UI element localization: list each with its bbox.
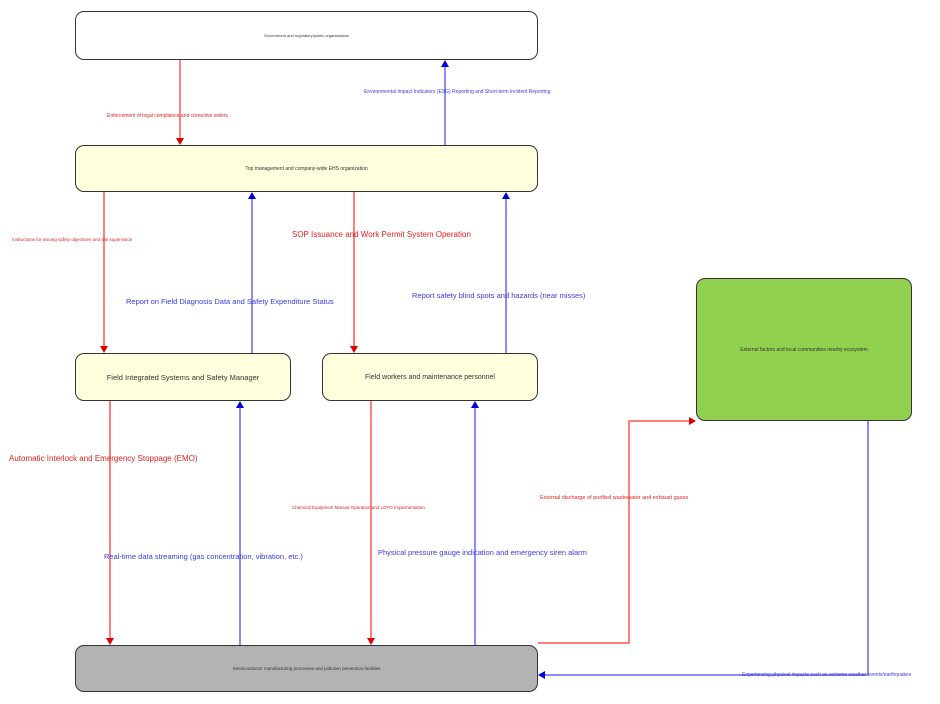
node-field-workers[interactable]: Field workers and maintenance personnel	[322, 353, 538, 401]
node-government-label: Government and regulatory/public organiz…	[263, 33, 350, 38]
edge-label-physical-impacts: - Experiencing physical impacts such as …	[739, 672, 912, 678]
edge-physical-impacts-arrowhead	[538, 671, 545, 679]
node-top-management[interactable]: Top management and company-wide EHS orga…	[75, 145, 538, 192]
edge-physical-impacts	[544, 421, 869, 676]
edge-streaming-arrowhead	[236, 401, 244, 408]
edge-blind-spots-arrowhead	[502, 192, 510, 199]
node-facilities[interactable]: Semiconductor manufacturing processes an…	[75, 645, 538, 692]
node-government[interactable]: Government and regulatory/public organiz…	[75, 11, 538, 60]
edge-pressure-arrowhead	[471, 401, 479, 408]
edge-label-discharge: External discharge of purified wastewate…	[540, 495, 689, 501]
edge-label-enforcement: Enforcement of legal compliance and corr…	[107, 113, 228, 119]
edge-enforcement-arrowhead	[176, 138, 184, 145]
edge-label-streaming: Real-time data streaming (gas concentrat…	[104, 552, 303, 561]
edge-label-blind-spots: Report safety blind spots and hazards (n…	[412, 291, 586, 300]
node-facilities-label: Semiconductor manufacturing processes an…	[232, 666, 381, 671]
edge-discharge	[538, 420, 690, 644]
edge-label-field-diagnosis: Report on Field Diagnosis Data and Safet…	[126, 297, 334, 306]
edge-sop-arrowhead	[350, 346, 358, 353]
node-field-manager[interactable]: Field Integrated Systems and Safety Mana…	[75, 353, 291, 401]
edge-discharge-arrowhead	[689, 417, 696, 425]
node-external-label: External factors and local communities n…	[740, 346, 868, 353]
edge-label-pressure: Physical pressure gauge indication and e…	[378, 548, 587, 557]
edge-label-esg: Environmental Impact Indicators (ESG) Re…	[364, 89, 551, 95]
edge-instructions-arrowhead	[100, 346, 108, 353]
edge-esg-arrowhead	[441, 60, 449, 67]
node-field-workers-label: Field workers and maintenance personnel	[365, 373, 495, 381]
edge-emo-arrowhead	[106, 638, 114, 645]
node-top-management-label: Top management and company-wide EHS orga…	[245, 165, 368, 172]
edge-chemical-arrowhead	[367, 638, 375, 645]
edge-label-instructions: Instructions for issuing safety objectiv…	[12, 237, 133, 242]
edge-label-emo: Automatic Interlock and Emergency Stoppa…	[9, 454, 198, 463]
edge-label-sop: SOP Issuance and Work Permit System Oper…	[292, 230, 471, 239]
node-field-manager-label: Field Integrated Systems and Safety Mana…	[106, 372, 260, 382]
edge-field-diagnosis-arrowhead	[248, 192, 256, 199]
edge-label-chemical: Chemical Equipment Manual Operation and …	[292, 505, 425, 510]
node-external[interactable]: External factors and local communities n…	[696, 278, 912, 421]
